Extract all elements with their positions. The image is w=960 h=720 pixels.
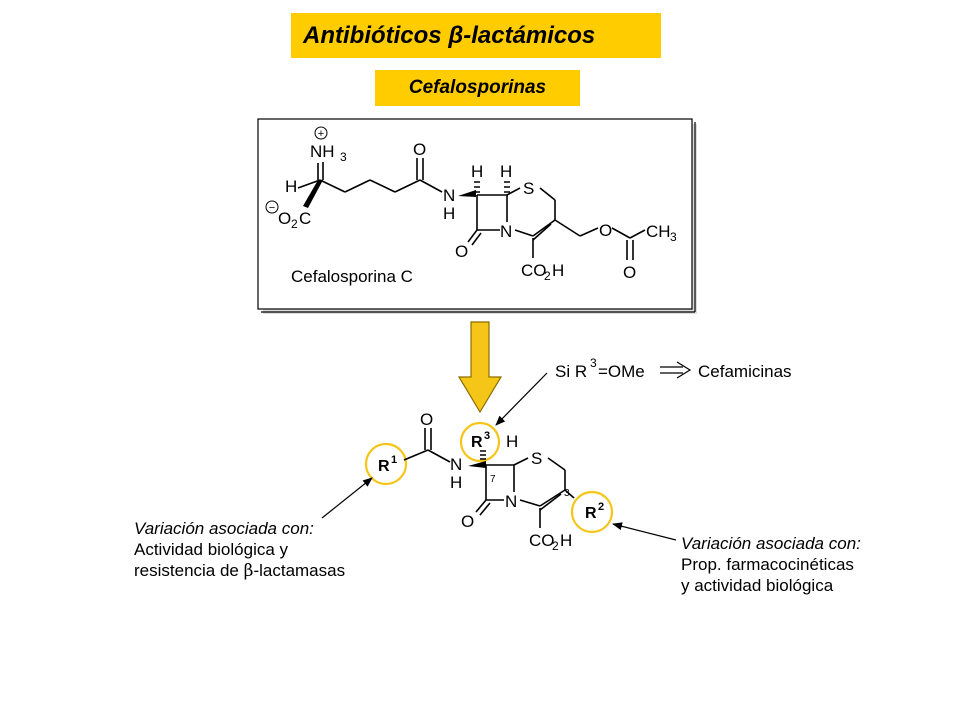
r2-circle — [570, 490, 614, 534]
svg-text:CH: CH — [646, 222, 671, 241]
svg-text:H: H — [560, 531, 572, 550]
generic-cephalosporin-structure: R 1 R 3 R 2 O N H H S 7 3 N O CO 2 H — [364, 410, 614, 553]
svg-text:Variación asociada con:: Variación asociada con: — [134, 519, 314, 538]
cefamicinas-note: Si R 3 =OMe Cefamicinas — [495, 356, 792, 426]
svg-text:2: 2 — [291, 217, 298, 231]
svg-text:N: N — [500, 222, 512, 241]
svg-text:O: O — [461, 512, 474, 531]
svg-text:3: 3 — [340, 150, 347, 164]
svg-text:2: 2 — [544, 269, 551, 283]
svg-text:H: H — [450, 473, 462, 492]
svg-text:3: 3 — [670, 230, 677, 244]
svg-text:O: O — [599, 221, 612, 240]
subtitle-banner: Cefalosporinas — [375, 70, 580, 106]
compound-name: Cefalosporina C — [291, 267, 413, 286]
svg-text:NH: NH — [310, 142, 335, 161]
svg-text:2: 2 — [552, 539, 559, 553]
svg-text:N: N — [505, 492, 517, 511]
svg-text:CO: CO — [521, 261, 547, 280]
left-annotation: Variación asociada con: Actividad biológ… — [134, 477, 373, 581]
svg-text:3: 3 — [564, 488, 570, 499]
svg-text:=OMe: =OMe — [598, 362, 645, 381]
double-arrow-icon — [660, 361, 692, 379]
r2-label: R — [585, 505, 597, 522]
svg-text:7: 7 — [490, 474, 496, 485]
svg-text:−: − — [269, 202, 275, 214]
svg-text:O: O — [455, 242, 468, 261]
r3-circle — [459, 421, 501, 463]
r3-label: R — [471, 434, 483, 451]
svg-text:H: H — [443, 204, 455, 223]
svg-text:H: H — [552, 261, 564, 280]
svg-text:1: 1 — [391, 454, 397, 466]
page-title: Antibióticos β-lactámicos — [303, 21, 596, 49]
cefalosporina-c-structure: + NH 3 H − O 2 C O N H H H S O N CO 2 H … — [265, 126, 677, 286]
svg-text:Cefamicinas: Cefamicinas — [698, 362, 792, 381]
svg-text:O: O — [278, 209, 291, 228]
svg-text:O: O — [623, 263, 636, 282]
svg-text:3: 3 — [590, 356, 597, 370]
svg-text:O: O — [413, 140, 426, 159]
svg-text:+: + — [318, 128, 324, 140]
down-arrow-icon — [457, 321, 503, 414]
r1-label: R — [378, 458, 390, 475]
right-annotation: Variación asociada con: Prop. farmacocin… — [612, 522, 861, 595]
svg-text:H: H — [471, 162, 483, 181]
title-banner: Antibióticos β-lactámicos — [291, 13, 661, 58]
svg-text:Si R: Si R — [555, 362, 587, 381]
cefalosporina-c-box — [257, 118, 697, 314]
svg-text:y actividad biológica: y actividad biológica — [681, 576, 834, 595]
svg-text:S: S — [531, 449, 542, 468]
svg-text:resistencia de β-lactamasas: resistencia de β-lactamasas — [134, 561, 345, 581]
svg-text:3: 3 — [484, 430, 490, 442]
svg-text:Actividad biológica y: Actividad biológica y — [134, 540, 289, 559]
svg-text:H: H — [285, 177, 297, 196]
svg-text:S: S — [523, 179, 534, 198]
page-subtitle: Cefalosporinas — [408, 77, 547, 98]
svg-text:CO: CO — [529, 531, 555, 550]
svg-text:H: H — [500, 162, 512, 181]
svg-text:Variación asociada con:: Variación asociada con: — [681, 534, 861, 553]
svg-text:N: N — [443, 186, 455, 205]
svg-text:N: N — [450, 455, 462, 474]
svg-text:H: H — [506, 432, 518, 451]
svg-text:C: C — [299, 209, 311, 228]
svg-text:Prop. farmacocinéticas: Prop. farmacocinéticas — [681, 555, 854, 574]
svg-text:O: O — [420, 410, 433, 429]
svg-text:2: 2 — [598, 501, 604, 513]
r1-circle — [364, 442, 408, 486]
